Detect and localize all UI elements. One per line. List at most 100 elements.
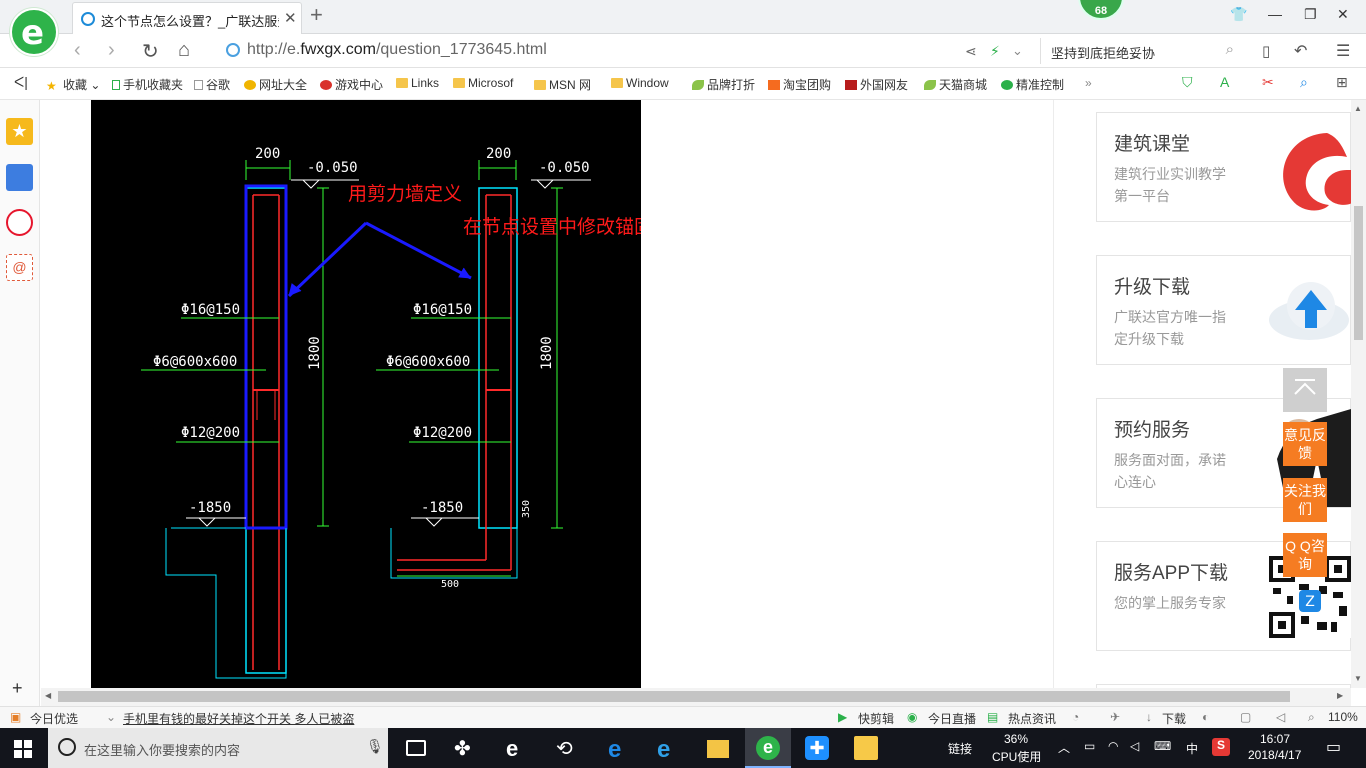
magnifier-icon[interactable]: ⌕	[1300, 74, 1308, 90]
back-button[interactable]: ‹	[74, 39, 81, 61]
feedback-button[interactable]: 意见反馈	[1283, 422, 1327, 466]
bookmark-brand[interactable]: 品牌打折	[692, 76, 755, 93]
card-building-class[interactable]: 建筑课堂 建筑行业实训教学第一平台	[1096, 112, 1351, 222]
horizontal-scroll-thumb[interactable]	[58, 691, 1290, 702]
minimize-button[interactable]: —	[1268, 6, 1282, 22]
quick-clip-link[interactable]: 快剪辑	[858, 712, 895, 726]
chevron-down-icon[interactable]: ⌄	[1012, 43, 1023, 58]
ie-icon[interactable]: e	[608, 736, 622, 763]
microphone-icon[interactable]: 🎙	[366, 738, 384, 754]
battery-icon[interactable]: ▭	[1084, 739, 1096, 753]
volume-icon[interactable]: ◁	[1276, 710, 1286, 724]
vertical-scroll-thumb[interactable]	[1354, 206, 1363, 340]
bookmark-hao[interactable]: 网址大全	[244, 76, 307, 93]
tray-link-label[interactable]: 链接	[948, 742, 973, 756]
taskbar-search-box[interactable]: 在这里输入你要搜索的内容 🎙	[48, 728, 388, 768]
ie-mode-icon[interactable]: ◐	[1202, 710, 1210, 724]
reading-list-icon[interactable]	[6, 164, 33, 191]
add-icon[interactable]: +	[12, 678, 23, 698]
lightning-icon[interactable]: ⚡	[990, 43, 1000, 59]
menu-icon[interactable]: ☰	[1336, 43, 1351, 60]
address-bar[interactable]: http://e.fwxgx.com/question_1773645.html	[247, 41, 547, 59]
weibo-icon[interactable]	[6, 209, 33, 236]
close-window-button[interactable]: ✕	[1337, 6, 1349, 22]
bookmark-windows[interactable]: Window	[611, 76, 669, 90]
home-button[interactable]: ⌂	[178, 39, 191, 61]
input-language[interactable]: 中	[1186, 742, 1199, 756]
notification-center-icon[interactable]: ▭	[1326, 739, 1342, 756]
clock-date[interactable]: 2018/4/17	[1248, 748, 1302, 762]
scroll-right-icon[interactable]: ▶	[1337, 691, 1344, 700]
hot-news-link[interactable]: 热点资讯	[1008, 712, 1057, 726]
bookmark-foreign[interactable]: 外国网友	[845, 76, 908, 93]
window-icon[interactable]: ▢	[1240, 710, 1252, 724]
shield-icon[interactable]: ⛉	[1182, 74, 1193, 90]
plus-app-icon[interactable]: ✚	[805, 736, 829, 760]
shirt-skin-icon[interactable]: 👕	[1230, 6, 1248, 22]
browser-tab[interactable]: 这个节点怎么设置？_广联达服务新干线 ✕	[72, 2, 302, 34]
taskbar-search-input[interactable]: 在这里输入你要搜索的内容	[84, 743, 241, 758]
card-app-download[interactable]: 服务APP下载 您的掌上服务专家 Z	[1096, 541, 1351, 651]
search-icon[interactable]: ⌕	[1225, 41, 1234, 58]
refresh-button[interactable]: ↻	[142, 41, 159, 63]
forward-button[interactable]: ›	[108, 39, 115, 61]
vertical-scrollbar[interactable]: ▲ ▼	[1351, 100, 1366, 688]
search-input[interactable]: 坚持到底拒绝妥协	[1051, 46, 1156, 61]
clock-time[interactable]: 16:07	[1260, 732, 1291, 746]
notification-badge[interactable]: 68	[1078, 0, 1124, 20]
bookmark-precise[interactable]: 精准控制	[1001, 76, 1064, 93]
sidebar-toggle-icon[interactable]: ᐸ|	[14, 74, 28, 90]
download-link[interactable]: 下载	[1162, 712, 1187, 726]
chevron-down-icon[interactable]: ⌄	[106, 710, 117, 724]
horizontal-scrollbar[interactable]: ◀ ▶	[41, 688, 1351, 706]
bookmark-games[interactable]: 游戏中心	[320, 76, 383, 93]
scissors-icon[interactable]: ✂	[1262, 74, 1274, 90]
favorites-star-icon[interactable]: ★	[6, 118, 33, 145]
bookmark-msn[interactable]: MSN 网	[534, 76, 591, 93]
today-live-link[interactable]: 今日直播	[928, 712, 977, 726]
speed-icon[interactable]: ◔	[1072, 710, 1080, 724]
back-to-top-button[interactable]	[1283, 368, 1327, 412]
keyboard-icon[interactable]: ⌨	[1154, 739, 1172, 753]
bookmark-links[interactable]: Links	[396, 76, 439, 90]
bookmark-taobao[interactable]: 淘宝团购	[768, 76, 831, 93]
follow-us-button[interactable]: 关注我们	[1283, 478, 1327, 522]
undo-icon[interactable]: ↶	[1294, 43, 1308, 60]
translate-icon[interactable]: A	[1220, 74, 1230, 90]
apps-icon[interactable]: ⊞	[1336, 74, 1348, 90]
active-browser-taskbar-button[interactable]: e	[745, 728, 791, 768]
pin-icon[interactable]: ✈	[1110, 710, 1121, 724]
edge-browser-icon[interactable]: e	[506, 736, 519, 761]
search-box[interactable]: 坚持到底拒绝妥协 ⌕	[1040, 38, 1240, 64]
task-view-icon[interactable]	[406, 740, 426, 756]
pinwheel-app-icon[interactable]: ✤	[454, 738, 471, 760]
more-bookmarks-icon[interactable]: »	[1085, 76, 1092, 90]
scroll-down-icon[interactable]: ▼	[1354, 674, 1362, 683]
volume-tray-icon[interactable]: ◁	[1130, 739, 1140, 753]
qq-consult-button[interactable]: Q Q咨询	[1283, 533, 1327, 577]
share-icon[interactable]: ⋖	[965, 43, 977, 59]
scroll-left-icon[interactable]: ◀	[45, 691, 52, 700]
notepad-app-icon[interactable]	[854, 736, 878, 760]
zoom-level[interactable]: 110%	[1328, 710, 1358, 724]
site-security-icon[interactable]	[226, 43, 240, 57]
news-link[interactable]: 手机里有钱的最好关掉这个开关 多人已被盗	[123, 712, 355, 726]
maximize-button[interactable]: ❐	[1304, 6, 1317, 22]
email-icon[interactable]: @	[6, 254, 33, 281]
wifi-icon[interactable]: ◠	[1108, 739, 1119, 753]
scroll-up-icon[interactable]: ▲	[1354, 104, 1362, 113]
close-tab-icon[interactable]: ✕	[284, 10, 297, 27]
ie-alt-icon[interactable]: e	[657, 736, 671, 763]
today-picks-link[interactable]: 今日优选	[30, 712, 79, 726]
bookmark-favorites[interactable]: ★收藏 ⌄	[46, 78, 101, 93]
bookmark-mobile[interactable]: 手机收藏夹	[112, 76, 183, 93]
bookmark-google[interactable]: 谷歌	[194, 76, 230, 93]
new-tab-button[interactable]: +	[310, 2, 323, 27]
mobile-icon[interactable]: ▯	[1262, 43, 1271, 60]
windows-start-icon[interactable]	[14, 740, 32, 758]
spiral-app-icon[interactable]: ⟲	[556, 738, 573, 760]
card-upgrade-download[interactable]: 升级下载 广联达官方唯一指定升级下载	[1096, 255, 1351, 365]
bookmark-tmall[interactable]: 天猫商城	[924, 76, 987, 93]
tray-expand-icon[interactable]: ︿	[1058, 741, 1071, 755]
sogou-ime-icon[interactable]: S	[1212, 738, 1230, 756]
